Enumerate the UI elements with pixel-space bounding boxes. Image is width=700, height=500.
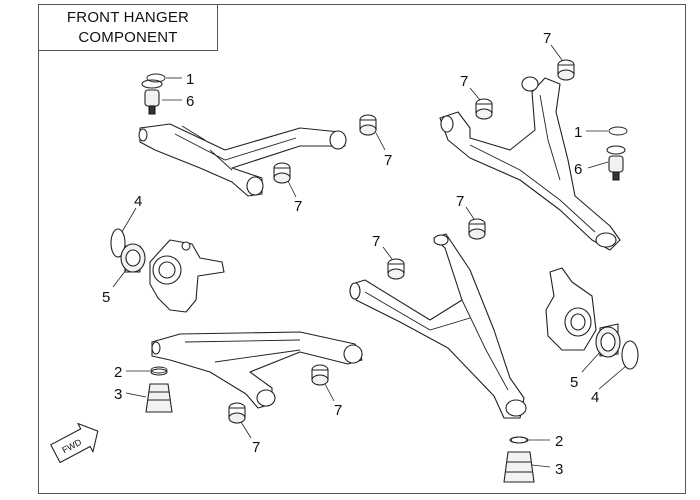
ball-joint-6-upper-right xyxy=(606,145,626,181)
steering-knuckle-right xyxy=(545,267,597,351)
drawing-frame xyxy=(38,4,686,494)
callout-7: 7 xyxy=(334,402,342,419)
bearing-5-right xyxy=(595,323,639,370)
callout-7: 7 xyxy=(456,193,464,210)
ball-joint-6-upper-left xyxy=(141,79,163,115)
callout-1: 1 xyxy=(574,124,582,141)
lower-left-a-arm xyxy=(151,331,363,409)
leader-lines xyxy=(112,44,627,468)
steering-knuckle-left xyxy=(149,239,225,313)
callout-5: 5 xyxy=(102,289,110,306)
callout-7: 7 xyxy=(543,30,551,47)
title-block: FRONT HANGER COMPONENT xyxy=(38,4,218,51)
callout-3: 3 xyxy=(114,386,122,403)
lower-right-a-arm xyxy=(349,233,527,419)
upper-right-a-arm xyxy=(439,76,621,251)
callout-2: 2 xyxy=(555,433,563,450)
callout-4: 4 xyxy=(591,389,599,406)
dust-boot-3-right xyxy=(503,436,535,483)
upper-left-a-arm xyxy=(138,123,347,197)
callout-7: 7 xyxy=(372,233,380,250)
callout-7: 7 xyxy=(294,198,302,215)
fwd-direction-arrow-icon: FWD xyxy=(50,422,99,464)
dust-boot-3-left xyxy=(145,368,173,413)
callout-1: 1 xyxy=(186,71,194,88)
snap-rings xyxy=(146,73,628,444)
callout-7: 7 xyxy=(252,439,260,456)
callout-3: 3 xyxy=(555,461,563,478)
callout-7: 7 xyxy=(460,73,468,90)
callout-7: 7 xyxy=(384,152,392,169)
callout-5: 5 xyxy=(570,374,578,391)
callout-6: 6 xyxy=(574,161,582,178)
callout-2: 2 xyxy=(114,364,122,381)
title-line-2: COMPONENT xyxy=(78,28,178,46)
callout-4: 4 xyxy=(134,193,142,210)
title-line-1: FRONT HANGER xyxy=(66,8,190,26)
callout-labels: 1 6 7 7 7 7 1 6 4 5 7 7 2 3 7 7 5 4 2 3 xyxy=(102,30,599,478)
bushing-7-set xyxy=(228,59,575,424)
bearing-5-left xyxy=(110,228,146,273)
callout-6: 6 xyxy=(186,93,194,110)
